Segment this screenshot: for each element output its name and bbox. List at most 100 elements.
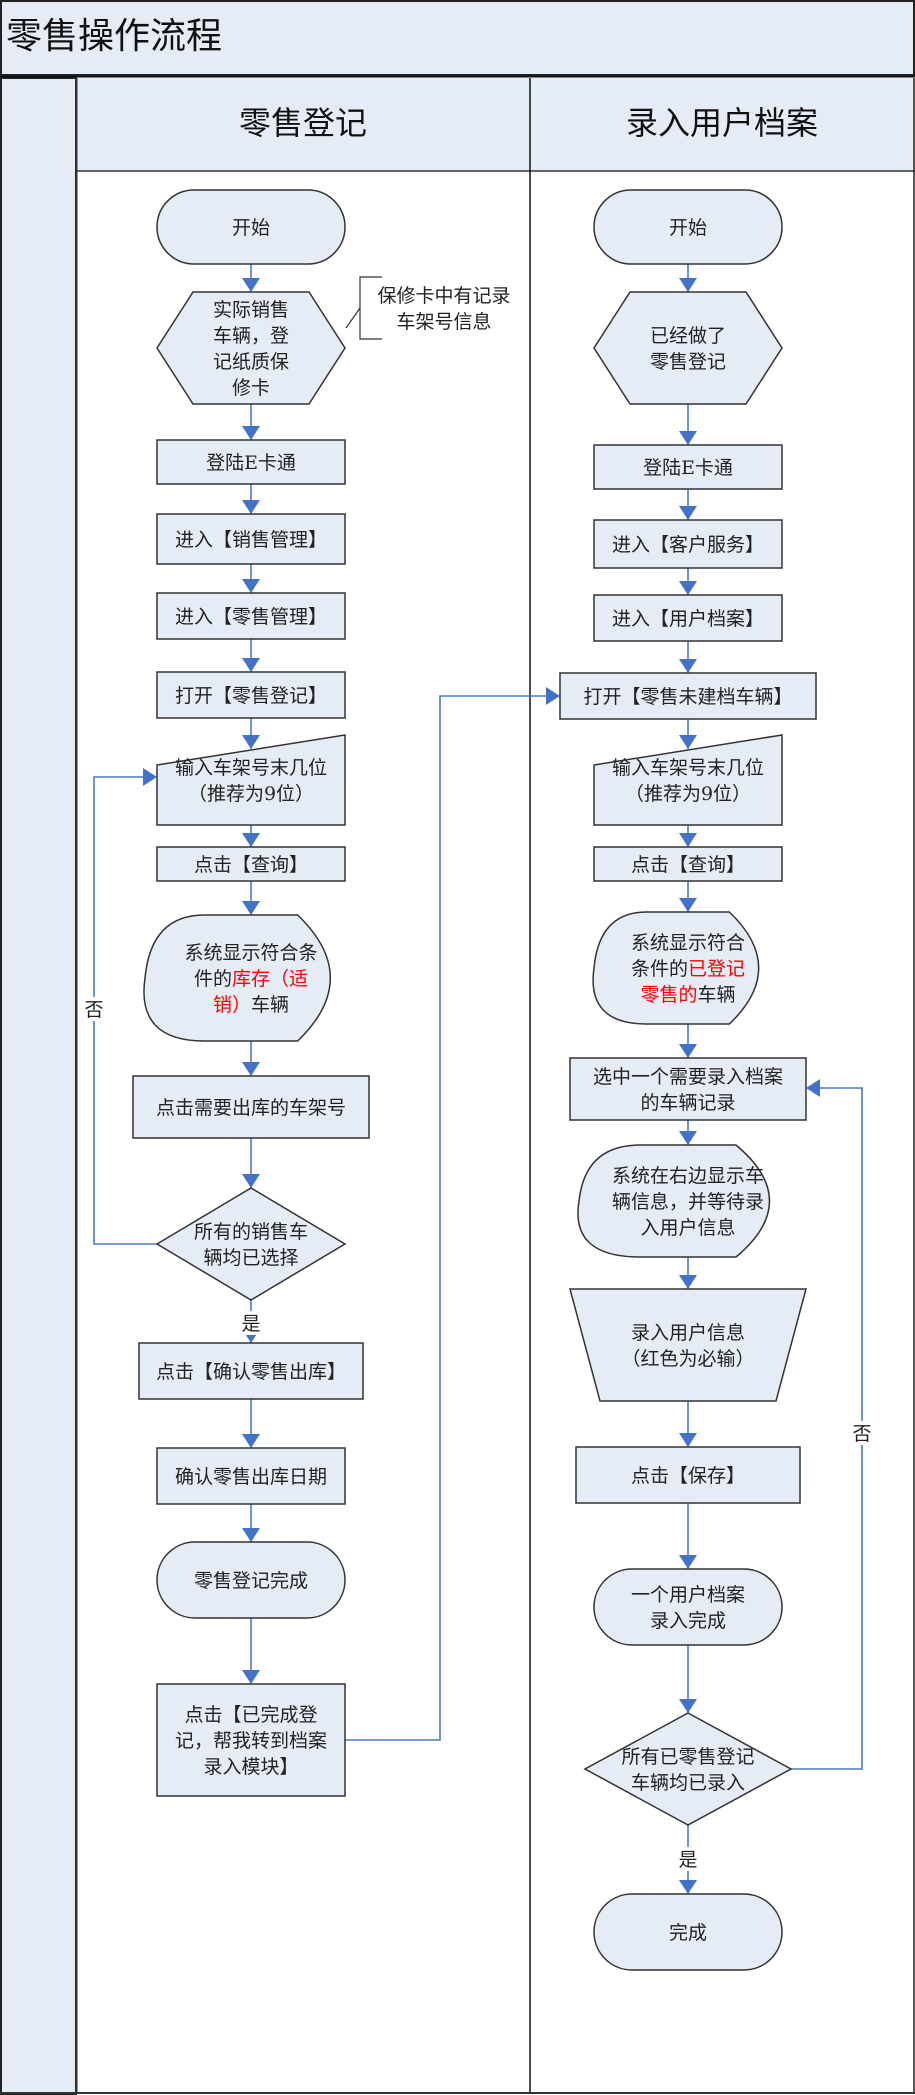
l-query-node-text: 点击【查询】 [194,854,308,876]
cross-lane-connector [345,695,546,1741]
r-query-node-text: 点击【查询】 [631,854,745,876]
l-query-to-l-display-arrowhead [242,901,260,915]
r-all-to-r-finish-arrowhead [679,1880,697,1894]
r-input-to-r-query-arrowhead [679,833,697,847]
l-retail-node-shape [156,592,346,640]
l-note-node-text: 保修卡中有记录车架号信息 [377,285,510,333]
r-ua-node-text: 进入【用户档案】 [612,608,764,630]
r-display-node-shape [592,911,760,1025]
l-allsel-node-shape [155,1187,347,1301]
r-cs-to-r-ua-arrowhead [679,581,697,595]
r-start-node-shape [593,189,783,265]
r-enter-node-text: 录入用户信息（红色为必输） [621,1322,754,1370]
r-all-node-shape [583,1712,793,1826]
r-save-to-r-onedone-arrowhead [679,1555,697,1569]
r-open-node-shape [559,672,817,720]
pool-left-rail [0,77,77,2095]
right-no-label: 否 [852,1423,871,1445]
r-display-node-text: 系统显示符合条件的已登记零售的车辆 [631,932,745,1006]
r-save-node-shape [575,1446,801,1504]
l-goto-node-text: 点击【已完成登记，帮我转到档案录入模块】 [175,1704,327,1778]
r-display-to-r-select-arrowhead [679,1044,697,1058]
l-start-node-shape [156,189,346,265]
l-sales-node-text: 进入【销售管理】 [175,529,327,551]
l-done-node-text: 零售登记完成 [194,1570,308,1592]
l-login-node-shape [156,439,346,485]
r-did-node-text: 已经做了零售登记 [650,325,726,373]
r-finish-node-shape [593,1893,783,1971]
r-login-to-r-cs-arrowhead [679,506,697,520]
right-yes-label: 是 [678,1849,697,1871]
l-sales-to-l-retail-arrowhead [242,579,260,593]
l-date-node-shape [156,1447,346,1505]
right-no-label-bg [851,1421,873,1445]
r-cs-node-text: 进入【客户服务】 [612,534,764,556]
l-allsel-node-text: 所有的销售车辆均已选择 [194,1221,308,1269]
left-yes-label-bg [240,1311,262,1335]
r-open-node-text: 打开【零售未建档车辆】 [583,686,792,708]
r-did-node-shape [593,291,783,405]
r-input-node-shape [593,734,783,826]
l-date-node-text: 确认零售出库日期 [175,1466,327,1488]
l-confirm-node-shape [138,1342,364,1400]
l-retail-node-text: 进入【零售管理】 [175,606,327,628]
l-open-node-shape [156,671,346,719]
l-login-node-text: 登陆E卡通 [206,452,296,474]
left-no-label-bg [83,997,105,1021]
r-show-node-shape [577,1144,771,1258]
r-login-node-text: 登陆E卡通 [643,457,733,479]
l-start-node-text: 开始 [232,217,270,239]
l-click-node-shape [132,1075,370,1139]
lane-title-retail-registration: 零售登记 [239,104,367,142]
r-finish-node-text: 完成 [669,1922,707,1944]
r-login-node-shape [593,444,783,490]
left-no-label: 否 [84,999,103,1021]
l-click-node-text: 点击需要出库的车架号 [156,1097,346,1119]
l-sell-to-l-login-arrowhead [242,426,260,440]
l-sell-node-text: 实际销售车辆，登记纸质保修卡 [213,299,289,399]
r-onedone-node-text: 一个用户档案录入完成 [631,1584,745,1632]
r-enter-node-shape [569,1288,807,1402]
l-sell-node-shape [156,291,346,405]
page-title: 零售操作流程 [6,16,222,57]
left-no-loop-arrowhead [143,768,157,786]
r-open-to-r-input-arrowhead [679,735,697,749]
r-did-to-r-login-arrowhead [679,431,697,445]
l-click-to-l-allsel-arrowhead [242,1174,260,1188]
l-input-to-l-query-arrowhead [242,833,260,847]
l-input-node-shape [156,734,346,826]
r-enter-to-r-save-arrowhead [679,1433,697,1447]
lane-header-user-archive [530,78,914,171]
r-start-to-r-did-arrowhead [679,278,697,292]
l-done-to-l-goto-arrowhead [242,1670,260,1684]
cross-lane-arrowhead [546,687,560,705]
l-start-to-l-sell-arrowhead [242,278,260,292]
l-open-to-l-input-arrowhead [242,735,260,749]
l-confirm-to-l-date-arrowhead [242,1434,260,1448]
r-show-node-text: 系统在右边显示车辆信息，并等待录入用户信息 [612,1165,764,1239]
l-display-node-shape [143,914,331,1042]
r-select-node-shape [569,1057,807,1121]
right-yes-label-bg [677,1847,699,1871]
l-sales-node-shape [156,513,346,565]
r-select-to-r-show-arrowhead [679,1131,697,1145]
r-ua-node-shape [593,594,783,642]
l-display-node-text: 系统显示符合条件的库存（适销）车辆 [184,942,317,1016]
l-display-to-l-click-arrowhead [242,1062,260,1076]
lane-title-user-archive: 录入用户档案 [626,104,818,142]
l-login-to-l-sales-arrowhead [242,500,260,514]
l-confirm-node-text: 点击【确认零售出库】 [156,1361,346,1383]
left-yes-label: 是 [241,1313,260,1335]
r-show-to-r-enter-arrowhead [679,1275,697,1289]
title-band [0,0,915,76]
r-save-node-text: 点击【保存】 [631,1465,745,1487]
right-no-loop-arrowhead [806,1079,820,1097]
l-open-node-text: 打开【零售登记】 [175,685,327,707]
l-input-node-text: 输入车架号末几位（推荐为9位） [175,757,327,805]
r-onedone-to-r-all-arrowhead [679,1699,697,1713]
l-retail-to-l-open-arrowhead [242,658,260,672]
r-query-to-r-display-arrowhead [679,898,697,912]
l-query-node-shape [156,846,346,882]
r-cs-node-shape [593,519,783,569]
l-goto-node-shape [156,1683,346,1797]
